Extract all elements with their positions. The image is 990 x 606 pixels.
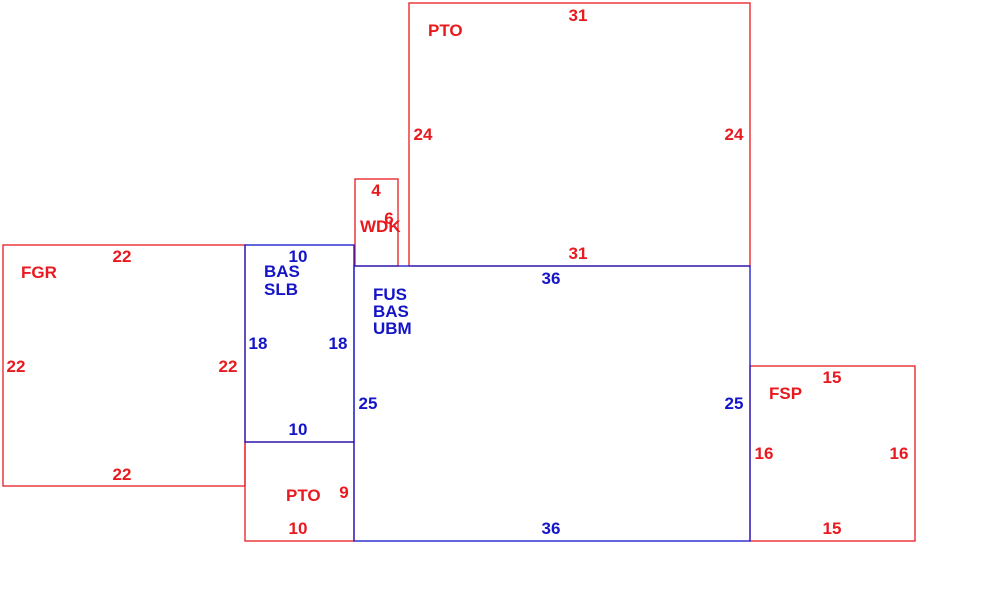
area-bas-slb-dim-bottom: 10	[289, 420, 308, 439]
area-pto-lower-code: PTO	[286, 486, 321, 505]
area-bas-slb-dim-left: 18	[249, 334, 268, 353]
area-pto-upper: PTO 31 24 24 31	[408, 2, 751, 267]
area-fgr-dim-top: 22	[113, 247, 132, 266]
area-fgr-dim-right: 22	[219, 357, 238, 376]
area-wdk-code: WDK	[360, 217, 401, 236]
area-main-code-2: BAS	[373, 302, 409, 321]
area-main-code-3: UBM	[373, 319, 412, 338]
area-main-dim-top: 36	[542, 269, 561, 288]
area-wdk-dim-top: 4	[371, 181, 381, 200]
area-pto-upper-outline	[408, 2, 751, 267]
area-bas-slb-dim-right: 18	[329, 334, 348, 353]
area-fgr-code: FGR	[21, 263, 57, 282]
area-pto-lower: PTO 9 10	[244, 441, 355, 542]
area-fsp: FSP 15 16 16 15	[749, 365, 916, 542]
area-bas-slb-code-1: BAS	[264, 262, 300, 281]
area-main: FUS BAS UBM 36 25 25 36	[353, 265, 751, 542]
area-bas-slb: BAS SLB 10 18 18 10	[244, 244, 355, 443]
area-main-outline	[353, 265, 751, 542]
area-fsp-dim-right: 16	[890, 444, 909, 463]
area-main-dim-left: 25	[359, 394, 378, 413]
area-main-dim-bottom: 36	[542, 519, 561, 538]
area-pto-lower-dim-right: 9	[339, 483, 348, 502]
area-pto-lower-dim-bottom: 10	[289, 519, 308, 538]
area-pto-upper-dim-top: 31	[569, 6, 588, 25]
area-fsp-dim-top: 15	[823, 368, 842, 387]
area-pto-upper-dim-left: 24	[414, 125, 433, 144]
area-pto-upper-dim-right: 24	[725, 125, 744, 144]
area-wdk-dim-side: 6	[384, 209, 393, 228]
area-fgr: FGR 22 22 22 22	[2, 244, 246, 487]
area-fsp-dim-left: 16	[755, 444, 774, 463]
area-main-code-1: FUS	[373, 285, 407, 304]
area-pto-upper-dim-bottom: 31	[569, 244, 588, 263]
area-fgr-dim-bottom: 22	[113, 465, 132, 484]
area-bas-slb-code-2: SLB	[264, 280, 298, 299]
area-fsp-dim-bottom: 15	[823, 519, 842, 538]
area-pto-upper-code: PTO	[428, 21, 463, 40]
area-wdk: 4 6 WDK	[354, 178, 401, 267]
area-bas-slb-dim-top: 10	[289, 247, 308, 266]
area-fgr-dim-left: 22	[7, 357, 26, 376]
area-main-dim-right: 25	[725, 394, 744, 413]
area-fsp-code: FSP	[769, 384, 802, 403]
